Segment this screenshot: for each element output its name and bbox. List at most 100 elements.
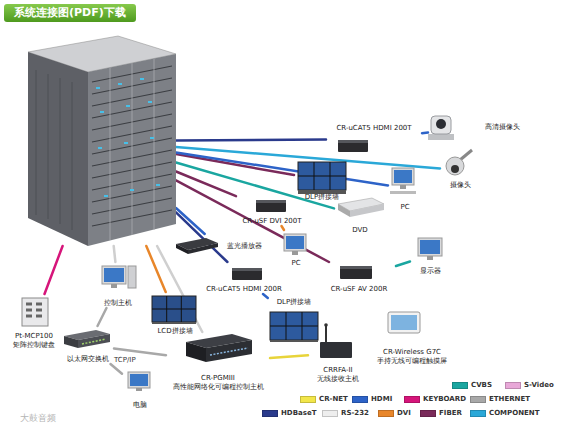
switch-side xyxy=(64,336,78,348)
device-label: 显示器 xyxy=(420,267,441,276)
device-label: CRRFA-II xyxy=(323,366,352,375)
rack-side-vents xyxy=(36,70,72,230)
antenna-tip xyxy=(324,323,328,327)
title-banner: 系统连接图(PDF)下载 xyxy=(4,4,136,22)
legend-text: DVI xyxy=(397,409,411,418)
device-node: PC xyxy=(388,164,422,212)
device-description: 高性能网络化可编程控制主机 xyxy=(173,383,264,392)
matrix-rack xyxy=(28,36,176,246)
cable-connector xyxy=(114,246,116,262)
legend-text: CR-NET xyxy=(319,395,348,404)
legend-text: RS-232 xyxy=(341,409,369,418)
legend-swatch xyxy=(378,410,394,417)
antenna xyxy=(325,326,327,342)
legend-text: ETHERNET xyxy=(489,395,530,404)
wall-seams xyxy=(270,312,318,340)
device-label: Pt-MCP100 xyxy=(15,332,53,341)
monitor-frame xyxy=(418,238,442,256)
device-label: 控制主机 xyxy=(104,299,132,308)
legend-swatch xyxy=(420,410,436,417)
cable-connector xyxy=(396,262,410,267)
monitor-stand xyxy=(292,251,298,255)
device-node: CR-uSF DVI 200T xyxy=(236,196,308,226)
wall-base xyxy=(270,340,318,342)
legend-swatch xyxy=(404,396,420,403)
device-description: 无线接收主机 xyxy=(317,375,359,384)
control-keyboard xyxy=(22,298,48,326)
device-label: 高清摄像头 xyxy=(485,123,520,132)
pc-tower xyxy=(128,266,136,288)
bluray-front xyxy=(188,243,218,254)
video-wall xyxy=(270,312,318,340)
legend-text: S-Video xyxy=(524,381,554,390)
device-node: CR-Wireless G7C手持无线可编程触摸屏 xyxy=(364,308,460,366)
legend-text: COMPONENT xyxy=(489,409,539,418)
device-label: DVD xyxy=(352,226,367,235)
device-label: 蓝光播放器 xyxy=(227,242,262,251)
legend-text: KEYBOARD xyxy=(423,395,466,404)
watermark: 大鼓音频 xyxy=(20,413,56,424)
controller-front xyxy=(206,340,252,362)
cable-connector xyxy=(270,355,308,358)
switch-front xyxy=(78,334,110,348)
device-node: Pt-MCP100矩阵控制键盘 xyxy=(6,294,62,350)
dvd-front xyxy=(350,204,384,217)
dvd-side xyxy=(338,204,350,217)
cable-connector xyxy=(146,246,165,292)
rack-front xyxy=(88,54,176,246)
device-node: 电脑 xyxy=(122,368,158,410)
device-node: 摄像头 xyxy=(440,150,480,190)
device-description: 矩阵控制键盘 xyxy=(13,341,55,350)
camera-base xyxy=(428,134,454,140)
camera-lens xyxy=(436,119,446,129)
dome-lens xyxy=(451,165,459,173)
device-description: 手持无线可编程触摸屏 xyxy=(377,357,447,366)
camera-head xyxy=(431,116,451,134)
monitor-frame xyxy=(392,168,414,185)
legend-swatch xyxy=(470,396,486,403)
cable-connector xyxy=(176,153,388,186)
device-label: CR-uCAT5 HDMI 200T xyxy=(336,124,411,133)
extender-box xyxy=(338,140,368,152)
cable-connector xyxy=(263,294,268,298)
device-node: DLP拼接墙 xyxy=(294,158,350,202)
device-label: PC xyxy=(400,203,409,212)
device-node: PC xyxy=(280,230,312,268)
device-node: 以太网交换机 xyxy=(62,326,114,364)
device-label: CR-PGMIII xyxy=(201,374,235,383)
cable-connector xyxy=(45,246,63,294)
legend-swatch xyxy=(300,396,316,403)
device-node: 蓝光播放器 xyxy=(174,234,262,258)
extender-face xyxy=(256,200,286,203)
device-label: 摄像头 xyxy=(450,181,471,190)
wall-base xyxy=(152,322,196,324)
device-node: CR-uCAT5 HDMI 200T xyxy=(326,124,422,154)
extender-box xyxy=(256,200,286,212)
extender-face xyxy=(340,266,372,269)
monitor-frame xyxy=(102,266,126,284)
rack-ports xyxy=(96,79,160,196)
legend-text: HDMI xyxy=(371,395,392,404)
video-wall xyxy=(298,162,346,190)
cable-connector xyxy=(111,364,123,374)
device-label: PC xyxy=(291,259,300,268)
legend-swatch xyxy=(505,382,521,389)
monitor-stand xyxy=(400,185,406,189)
legend-swatch xyxy=(322,410,338,417)
legend-swatch xyxy=(262,410,278,417)
device-label: 以太网交换机 xyxy=(67,355,109,364)
device-label: LCD拼接墙 xyxy=(157,327,192,336)
device-node: LCD拼接墙 xyxy=(148,292,202,336)
device-node: DVD xyxy=(334,197,386,235)
cable-connector xyxy=(114,348,166,355)
monitor-screen xyxy=(286,236,304,249)
device-label: CR-uCAT5 HDMI 200R xyxy=(206,285,282,294)
bluray-side xyxy=(176,244,188,254)
receiver-box xyxy=(320,342,352,358)
monitor-stand xyxy=(427,256,433,260)
cable-connector xyxy=(176,212,227,262)
device-label: DLP拼接墙 xyxy=(305,193,340,202)
device-node: DLP拼接墙 xyxy=(266,298,322,342)
lcd-wall xyxy=(152,296,196,322)
